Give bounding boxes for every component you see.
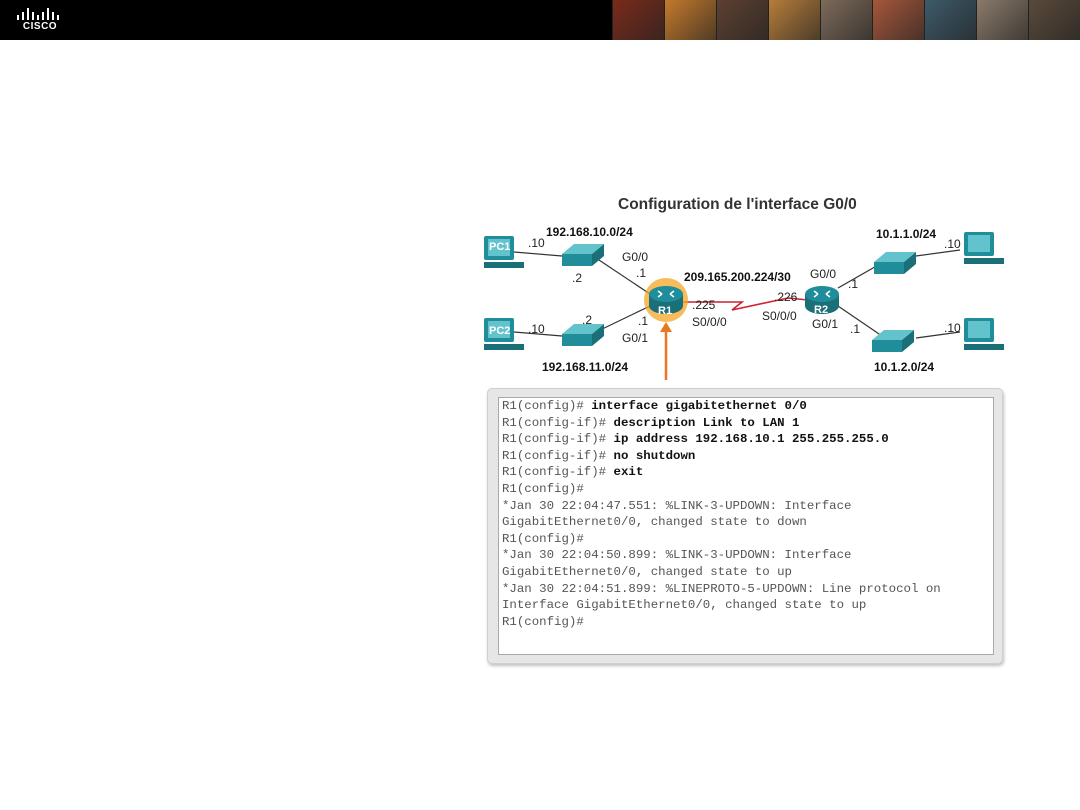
cli-line: GigabitEthernet0/0, changed state to up — [502, 564, 990, 581]
header-bar: CISCO — [0, 0, 1080, 40]
slide-title: Configuration de l'interface G0/0 — [618, 196, 857, 213]
r1-g00-host: .1 — [636, 266, 646, 280]
r1-g01-host: .1 — [638, 314, 648, 328]
cli-command: exit — [613, 465, 644, 480]
cli-prompt: R1(config)# — [502, 399, 592, 413]
switch2-icon — [562, 324, 604, 346]
r2-s000-label: S0/0/0 — [762, 309, 797, 323]
r2-g01-label: G0/1 — [812, 317, 838, 331]
cli-prompt: R1(config)# — [502, 614, 584, 629]
cli-line: R1(config-if)# description Link to LAN 1 — [502, 415, 990, 432]
cli-prompt: R1(config-if)# — [502, 465, 614, 480]
cli-prompt: R1(config-if)# — [502, 415, 614, 430]
pc1-icon — [484, 236, 524, 268]
cli-prompt: GigabitEthernet0/0, changed state to dow… — [502, 515, 807, 530]
cisco-logo: CISCO — [16, 6, 76, 36]
header-photo-7 — [924, 0, 976, 40]
r1-g01-label: G0/1 — [622, 331, 648, 345]
pc2-icon — [484, 318, 524, 350]
pc2-host: .10 — [528, 322, 545, 336]
cli-prompt: *Jan 30 22:04:51.899: %LINEPROTO-5-UPDOW… — [502, 581, 941, 596]
link-sw2-r1 — [595, 305, 651, 333]
header-photo-9 — [1028, 0, 1080, 40]
r1-g00-label: G0/0 — [622, 250, 648, 264]
cli-prompt: *Jan 30 22:04:50.899: %LINK-3-UPDOWN: In… — [502, 548, 852, 563]
r2-g00-label: G0/0 — [810, 267, 836, 281]
cli-line: *Jan 30 22:04:47.551: %LINK-3-UPDOWN: In… — [502, 498, 990, 515]
r2-g01-host: .1 — [850, 322, 860, 336]
cli-panel — [498, 397, 994, 655]
lan2-network: 192.168.11.0/24 — [542, 360, 628, 374]
lan4-network: 10.1.2.0/24 — [874, 360, 934, 374]
link-r2-sw3 — [837, 263, 881, 289]
header-photo-8 — [976, 0, 1028, 40]
link-sw1-r1 — [595, 257, 651, 295]
cli-prompt: R1(config)# — [502, 531, 584, 546]
r1-label: R1 — [658, 305, 672, 317]
header-photo-3 — [716, 0, 768, 40]
pc4-host: .10 — [944, 321, 961, 335]
header-photo-6 — [872, 0, 924, 40]
pc4-icon — [964, 318, 1004, 350]
switch4-icon — [872, 330, 914, 352]
header-photo-4 — [768, 0, 820, 40]
r2-label: R2 — [814, 304, 828, 316]
router-r2-icon — [805, 286, 839, 314]
cli-prompt: GigabitEthernet0/0, changed state to up — [502, 564, 792, 579]
link-r2-sw4 — [837, 305, 883, 337]
cli-command: ip address 192.168.10.1 255.255.255.0 — [613, 432, 889, 447]
cli-line: R1(config)# interface gigabitethernet 0/… — [502, 398, 990, 415]
pc3-host: .10 — [944, 237, 961, 251]
cisco-wordmark: CISCO — [22, 21, 58, 32]
cisco-bars-icon — [16, 6, 64, 20]
header-photo-1 — [612, 0, 664, 40]
pc1-label: PC1 — [489, 241, 510, 253]
link-pc1-sw1 — [513, 251, 563, 257]
pointer-arrowhead — [660, 322, 672, 332]
cli-prompt: R1(config-if)# — [502, 448, 614, 463]
lan3-network: 10.1.1.0/24 — [876, 227, 936, 241]
wan-network: 209.165.200.224/30 — [684, 270, 791, 284]
r2-g00-host: .1 — [848, 277, 858, 291]
r2-s000-host: .226 — [774, 290, 798, 304]
r1-s000-label: S0/0/0 — [692, 315, 727, 329]
header-photo-2 — [664, 0, 716, 40]
switch3-icon — [874, 252, 916, 274]
cli-command: no shutdown — [613, 448, 696, 463]
cli-prompt: *Jan 30 22:04:47.551: %LINK-3-UPDOWN: In… — [502, 498, 852, 513]
cli-line: R1(config)# — [502, 531, 990, 548]
cli-prompt: R1(config-if)# — [502, 432, 614, 447]
cli-line: Interface GigabitEthernet0/0, changed st… — [502, 597, 990, 614]
header-photo-strip — [612, 0, 1080, 40]
pc3-icon — [964, 232, 1004, 264]
cli-command: interface gigabitethernet 0/0 — [591, 399, 807, 413]
link-sw4-pc4 — [915, 331, 961, 339]
pc2-label: PC2 — [489, 325, 510, 337]
cli-line: *Jan 30 22:04:51.899: %LINEPROTO-5-UPDOW… — [502, 581, 990, 598]
cli-line: R1(config)# — [502, 481, 990, 498]
cli-command: description Link to LAN 1 — [613, 415, 800, 430]
sw2-host: .2 — [582, 313, 592, 327]
sw1-host: .2 — [572, 271, 582, 285]
cli-line: R1(config)# — [502, 614, 990, 631]
lan1-network: 192.168.10.0/24 — [546, 225, 633, 239]
network-topology-diagram: PC1 .10 PC2 .10 .10 .10 .2 .2 — [484, 225, 1004, 380]
cli-prompt: Interface GigabitEthernet0/0, changed st… — [502, 598, 867, 613]
link-pc2-sw2 — [513, 331, 563, 337]
switch1-icon — [562, 244, 604, 266]
cli-line: *Jan 30 22:04:50.899: %LINK-3-UPDOWN: In… — [502, 547, 990, 564]
cli-line: R1(config-if)# exit — [502, 464, 990, 481]
header-photo-5 — [820, 0, 872, 40]
router-r1-icon — [644, 278, 688, 322]
cli-line: R1(config-if)# no shutdown — [502, 448, 990, 465]
cli-line: R1(config-if)# ip address 192.168.10.1 2… — [502, 431, 990, 448]
r1-s000-host: .225 — [692, 298, 716, 312]
cli-prompt: R1(config)# — [502, 481, 584, 496]
serial-link — [680, 297, 809, 311]
pc1-host: .10 — [528, 236, 545, 250]
link-sw3-pc3 — [915, 249, 961, 257]
cli-line: GigabitEthernet0/0, changed state to dow… — [502, 514, 990, 531]
cli-output: R1(config)# interface gigabitethernet 0/… — [502, 398, 990, 630]
